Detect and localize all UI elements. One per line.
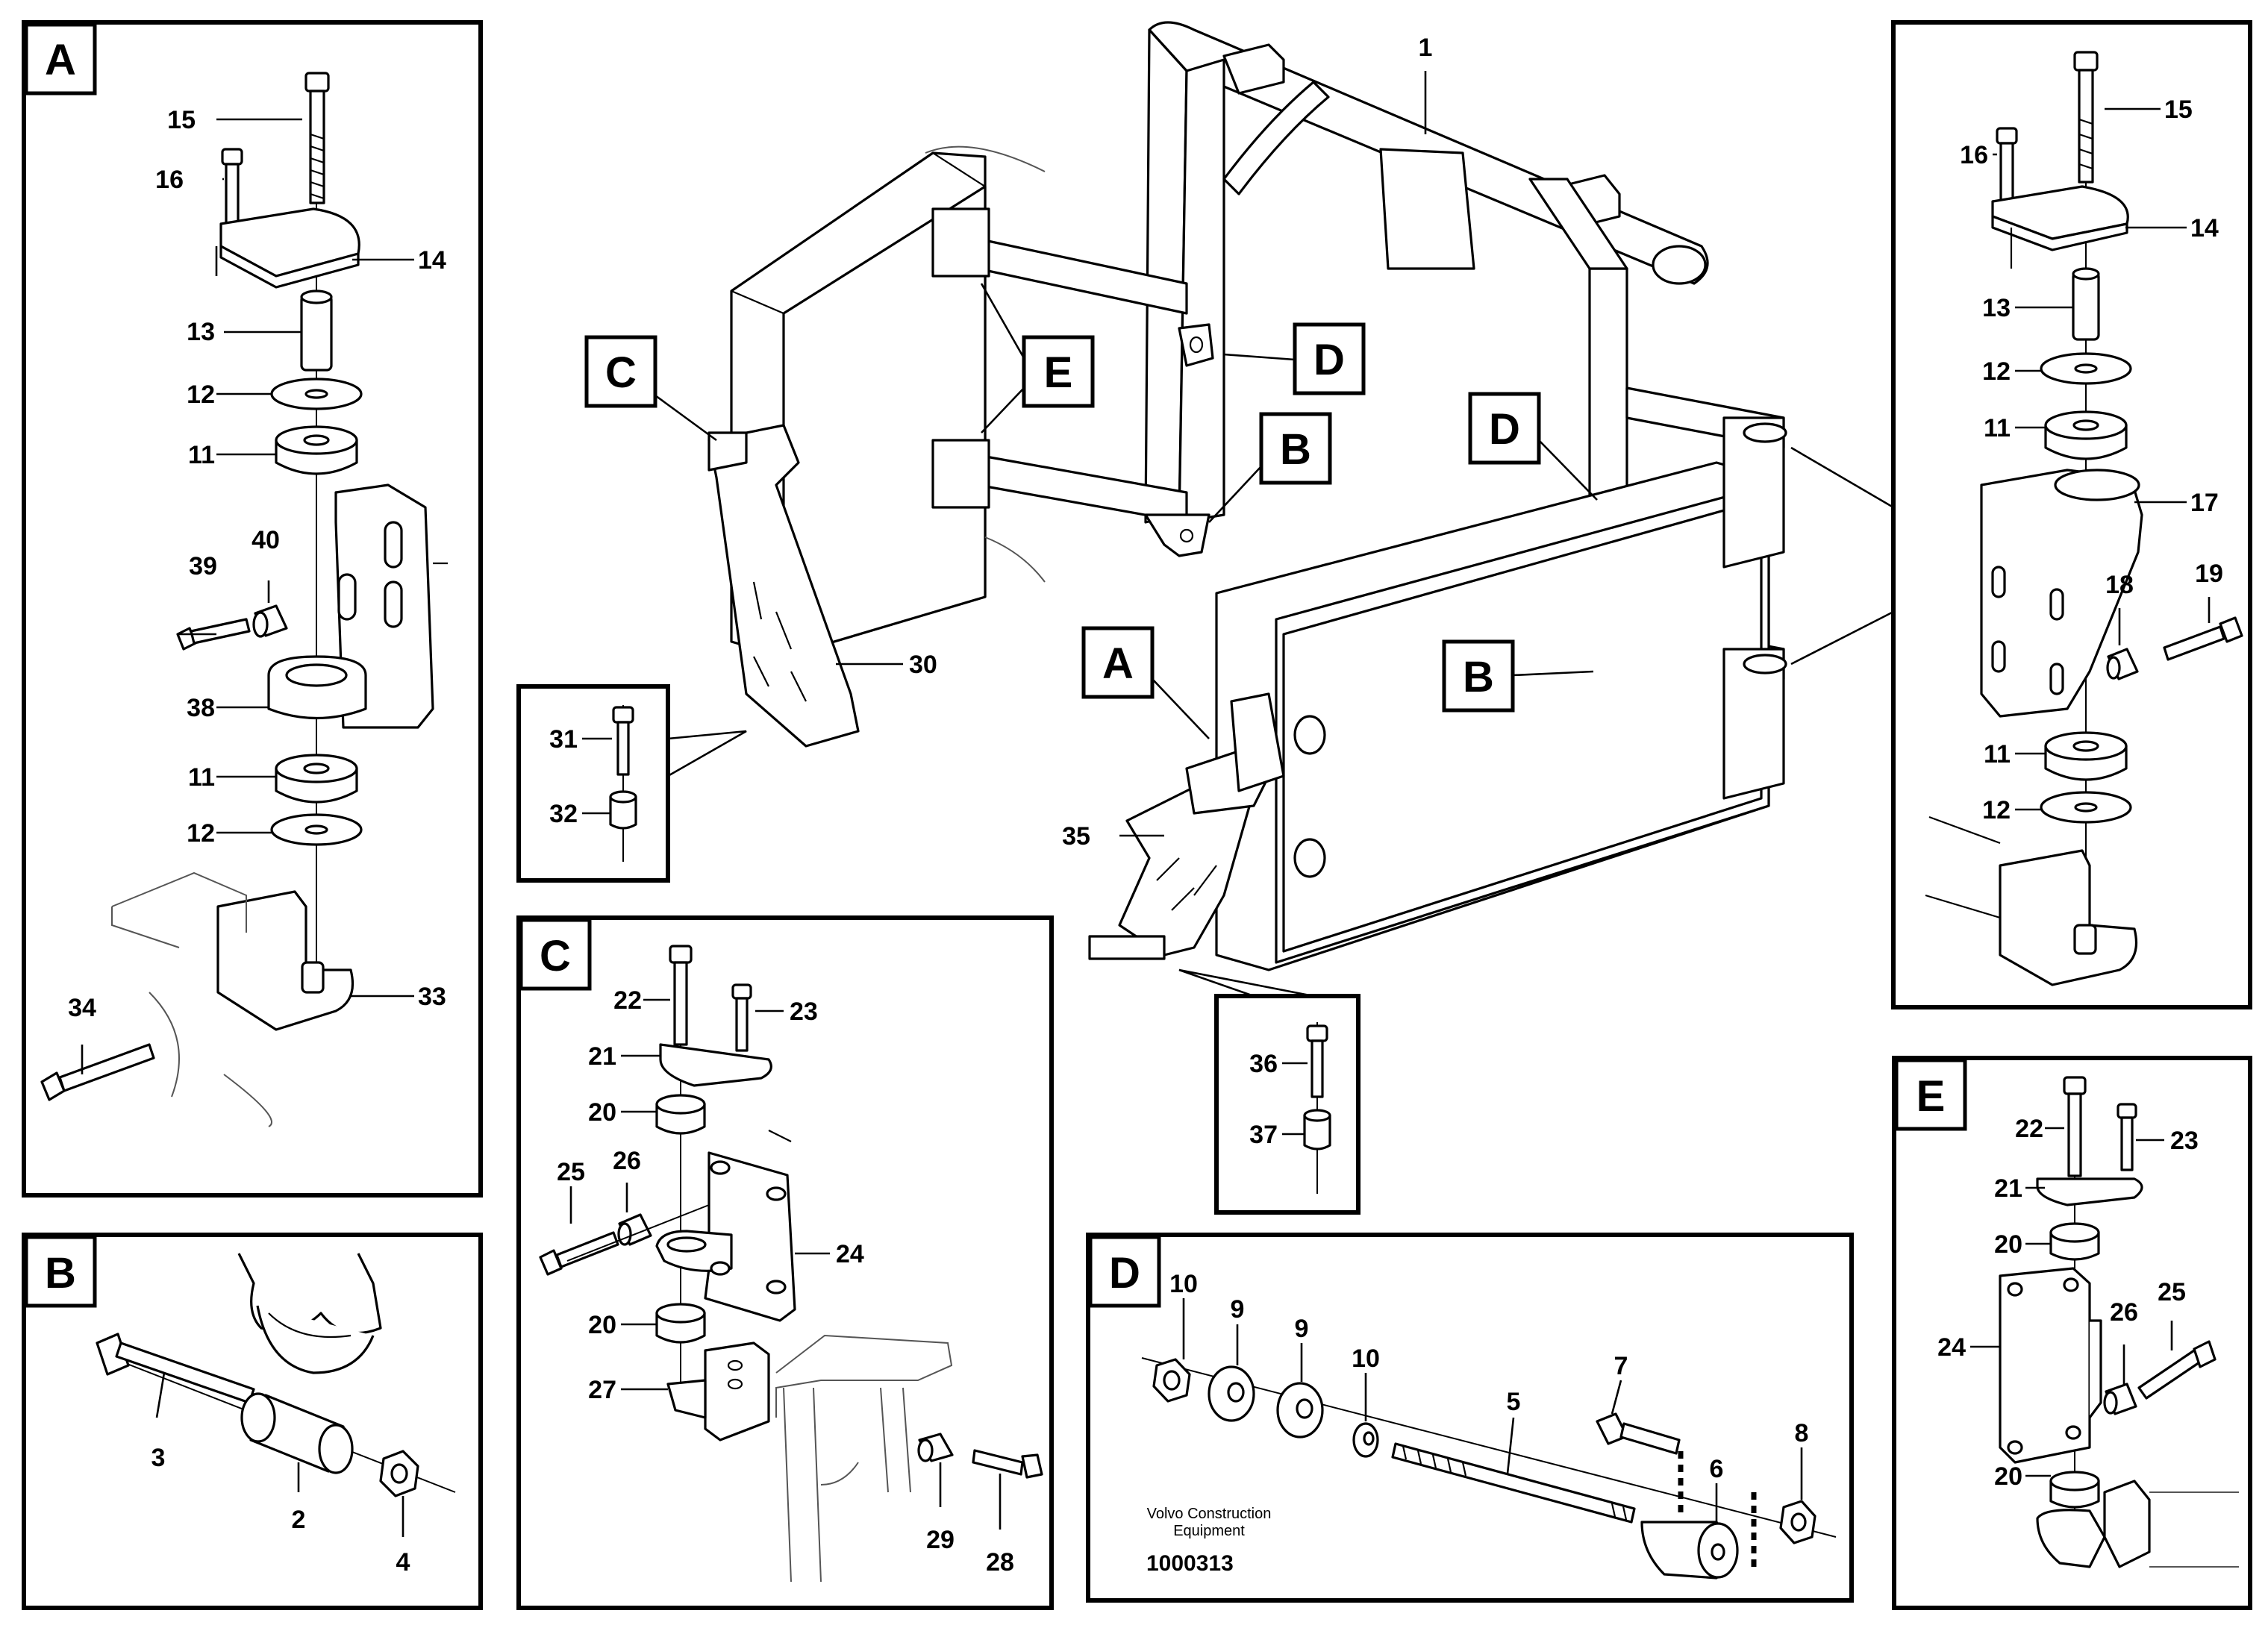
svg-text:16: 16 [1960, 141, 1988, 169]
svg-text:13: 13 [1982, 294, 2011, 322]
svg-text:20: 20 [1994, 1230, 2022, 1259]
bracket-33 [216, 890, 354, 1031]
svg-text:15: 15 [167, 106, 196, 134]
svg-text:12: 12 [1982, 796, 2011, 824]
svg-text:24: 24 [1937, 1333, 1966, 1362]
panel-a-label: A [45, 36, 76, 84]
svg-text:20: 20 [1994, 1462, 2022, 1491]
svg-text:24: 24 [836, 1240, 864, 1268]
svg-text:33: 33 [418, 983, 446, 1011]
panel-a-numbers: 15 16 14 13 12 11 39 40 38 11 12 34 33 [68, 106, 446, 1022]
nut-4 [379, 1450, 419, 1497]
panel-e: E 22 23 21 20 24 26 25 20 [1892, 1056, 2252, 1610]
bolt-34 [40, 1043, 155, 1101]
svg-text:39: 39 [189, 552, 217, 580]
panel-b-label: B [45, 1249, 76, 1297]
part-35-label: 35 [1062, 822, 1090, 851]
sleeve-2 [240, 1392, 354, 1474]
svg-text:12: 12 [1982, 357, 2011, 386]
svg-text:10: 10 [1352, 1344, 1380, 1373]
svg-text:21: 21 [1994, 1174, 2022, 1203]
panel-d: D 10 9 9 10 5 7 6 8 [1086, 1233, 1854, 1603]
svg-text:14: 14 [2190, 214, 2219, 242]
svg-text:25: 25 [557, 1158, 585, 1186]
main-assembly [707, 21, 1787, 971]
svg-text:8: 8 [1795, 1419, 1809, 1447]
callout-d1: D [1313, 336, 1345, 384]
svg-text:36: 36 [1249, 1050, 1278, 1078]
svg-text:22: 22 [2015, 1115, 2043, 1143]
callout-d2: D [1489, 405, 1520, 454]
svg-text:3: 3 [151, 1444, 166, 1472]
svg-text:4: 4 [396, 1548, 410, 1577]
svg-text:17: 17 [2190, 489, 2219, 517]
svg-text:27: 27 [588, 1376, 616, 1404]
callout-e: E [1044, 348, 1073, 397]
brand-line-2: Equipment [1173, 1523, 1245, 1539]
callout-b2: B [1463, 653, 1494, 701]
callout-b1: B [1280, 425, 1311, 474]
svg-text:29: 29 [926, 1526, 955, 1554]
svg-text:6: 6 [1710, 1455, 1724, 1483]
svg-text:28: 28 [986, 1548, 1014, 1577]
catalog-number: 1000313 [1146, 1551, 1234, 1576]
panel-e-label: E [1916, 1072, 1946, 1121]
svg-text:11: 11 [188, 763, 215, 792]
spacer-40 [252, 604, 288, 638]
svg-text:25: 25 [2158, 1278, 2186, 1306]
svg-text:12: 12 [187, 819, 215, 848]
svg-text:13: 13 [187, 318, 215, 346]
svg-text:9: 9 [1295, 1315, 1309, 1343]
svg-text:11: 11 [1984, 414, 2011, 442]
svg-text:26: 26 [2110, 1298, 2138, 1327]
svg-text:20: 20 [588, 1098, 616, 1127]
sub-box-c: 31 32 [516, 684, 747, 883]
svg-text:23: 23 [790, 998, 818, 1026]
svg-text:18: 18 [2105, 571, 2134, 599]
svg-text:11: 11 [188, 441, 215, 469]
svg-text:20: 20 [588, 1311, 616, 1339]
svg-text:40: 40 [252, 526, 280, 554]
panel-a: A [22, 20, 483, 1198]
svg-text:12: 12 [187, 381, 215, 409]
svg-text:37: 37 [1249, 1121, 1278, 1149]
svg-text:22: 22 [613, 986, 642, 1015]
brand-line-1: Volvo Construction [1147, 1506, 1272, 1522]
svg-text:34: 34 [68, 994, 96, 1022]
svg-text:38: 38 [187, 694, 215, 722]
svg-text:2: 2 [292, 1506, 306, 1534]
svg-text:32: 32 [549, 800, 578, 828]
svg-text:19: 19 [2195, 560, 2223, 588]
bolt-16 [221, 148, 243, 225]
svg-text:9: 9 [1231, 1295, 1245, 1324]
bracket-38 [267, 483, 448, 729]
svg-text:7: 7 [1614, 1352, 1628, 1380]
svg-text:14: 14 [418, 246, 446, 275]
svg-text:31: 31 [549, 725, 578, 754]
svg-text:16: 16 [155, 166, 184, 194]
bolt-15 [304, 72, 330, 204]
panel-b: B 3 2 4 [22, 1233, 483, 1610]
svg-text:5: 5 [1507, 1388, 1521, 1416]
svg-text:15: 15 [2164, 96, 2193, 124]
svg-text:11: 11 [1984, 740, 2011, 768]
part-1-label: 1 [1419, 34, 1433, 62]
svg-text:26: 26 [613, 1147, 641, 1175]
panel-d-label: D [1109, 1249, 1140, 1297]
panel-right-detail: 15 16 14 13 12 11 17 18 19 11 12 [1891, 20, 2252, 1009]
panel-c-label: C [540, 932, 571, 980]
callout-a: A [1102, 639, 1134, 688]
svg-text:21: 21 [588, 1042, 616, 1071]
callout-c: C [605, 348, 637, 397]
main-callouts: C E D B D B A 1 30 35 [584, 34, 1598, 851]
part-30-label: 30 [909, 651, 937, 679]
svg-text:23: 23 [2170, 1127, 2199, 1155]
sub-box-a: 36 37 [1178, 968, 1361, 1215]
panel-c: C [516, 915, 1054, 1610]
svg-text:10: 10 [1169, 1270, 1198, 1298]
